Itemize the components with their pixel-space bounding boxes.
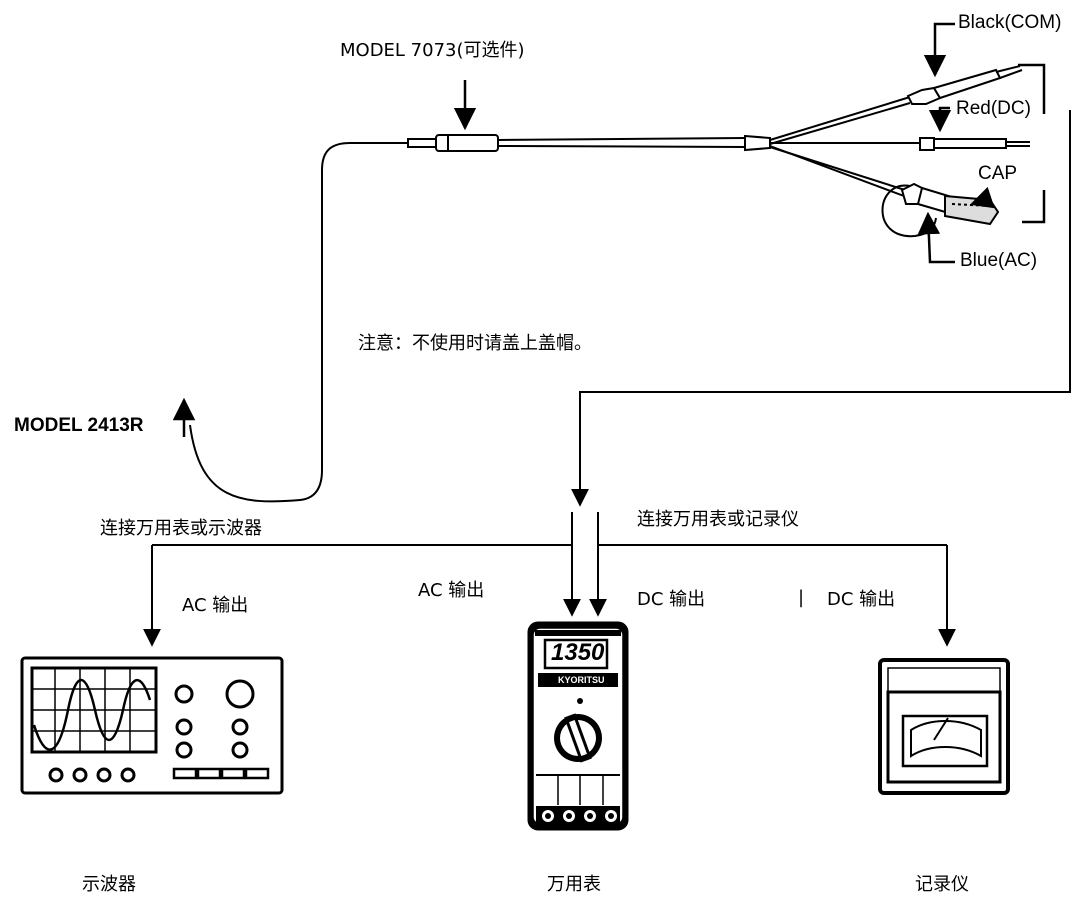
probe-cable [189, 142, 408, 503]
recorder-drawing [878, 658, 1010, 795]
probe-connector [407, 134, 499, 152]
blue-ac-label: Blue(AC) [960, 250, 1038, 271]
dc-output-right-mark: | [798, 587, 805, 608]
red-dc-label: Red(DC) [956, 98, 1031, 119]
oscilloscope-drawing [20, 656, 284, 795]
dc-output-mid-label: DC 输出 [637, 589, 706, 610]
label-pointers [172, 22, 1046, 437]
ac-output-mid-label: AC 输出 [418, 580, 485, 601]
oscilloscope-label: 示波器 [82, 874, 136, 895]
multimeter-label: 万用表 [547, 874, 601, 895]
black-probe [906, 65, 1023, 105]
ac-output-left-label: AC 输出 [182, 595, 249, 616]
connect-right-label: 连接万用表或记录仪 [637, 509, 799, 530]
multimeter-display-value: 1350 [551, 639, 605, 666]
probe-main-cable [497, 96, 922, 197]
model-7073-label: MODEL 7073(可选件) [340, 40, 525, 61]
dc-output-right-label: DC 输出 [827, 589, 896, 610]
recorder-label: 记录仪 [915, 874, 969, 895]
cap-label: CAP [978, 163, 1018, 184]
black-com-label: Black(COM) [958, 12, 1062, 33]
multimeter-brand-text: KYORITSU [558, 675, 605, 685]
multimeter-drawing [527, 621, 629, 831]
red-probe [919, 137, 1030, 151]
model-2413r-label: MODEL 2413R [14, 415, 144, 436]
connect-left-label: 连接万用表或示波器 [100, 518, 262, 539]
blue-probe [881, 182, 1000, 238]
caution-note: 注意：不使用时请盖上盖帽。 [358, 333, 592, 354]
routing-lines [143, 110, 1071, 647]
